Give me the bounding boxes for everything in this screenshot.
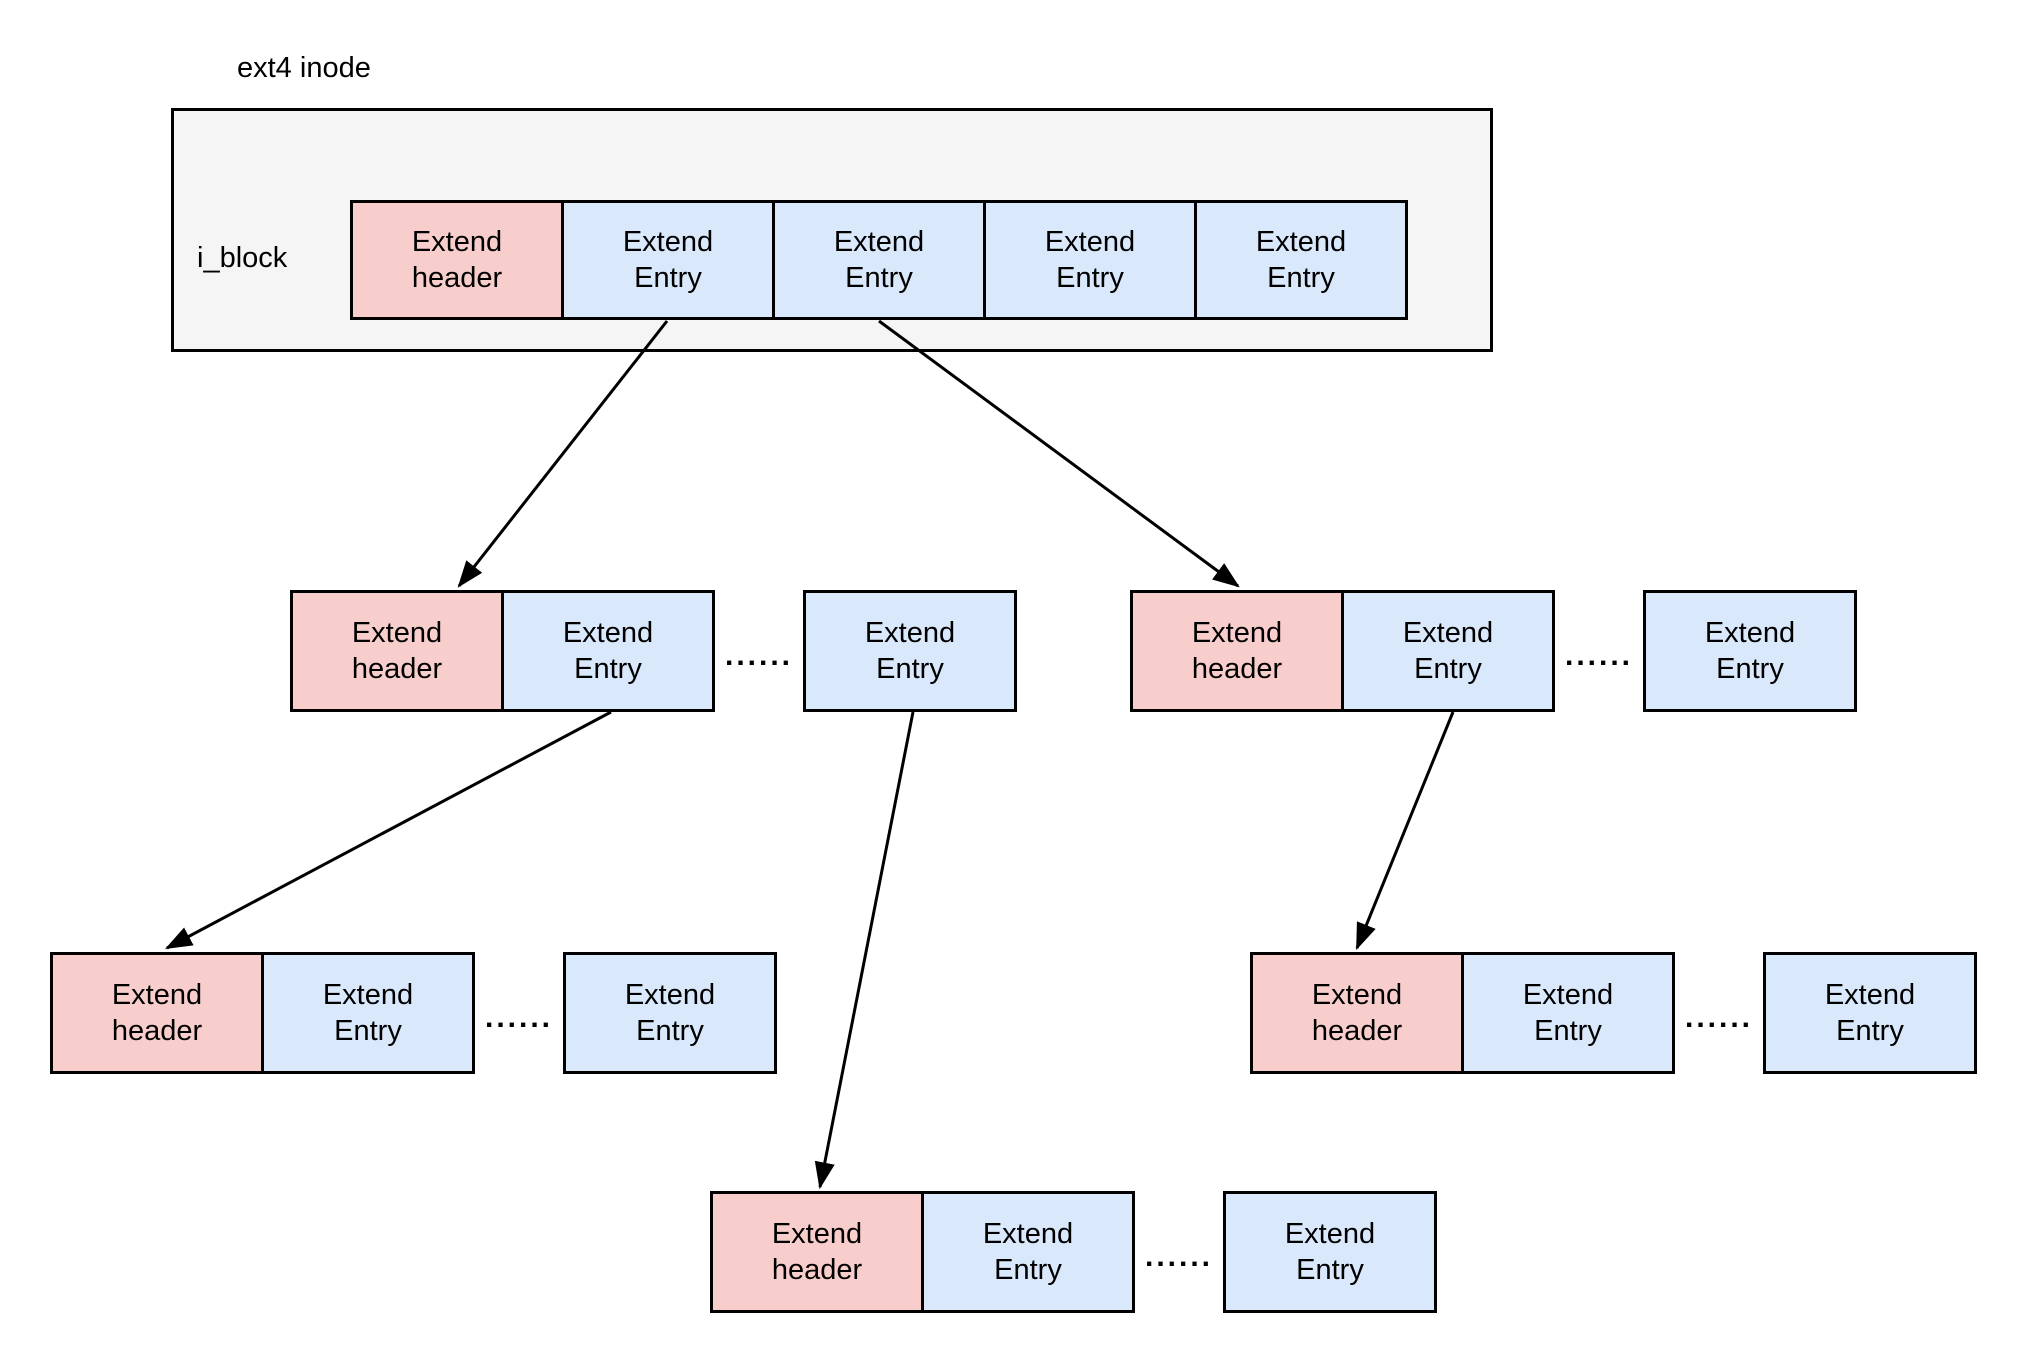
extent-header-cell: Extend header: [1130, 590, 1344, 712]
extent-block: Extend header Extend Entry: [1250, 952, 1675, 1074]
extent-entry-cell: Extend Entry: [772, 200, 986, 320]
extent-entry-cell: Extend Entry: [803, 590, 1017, 712]
cell-label: Extend Entry: [1284, 1218, 1376, 1286]
cell-label: Extend header: [771, 1218, 863, 1286]
cell-label: Extend header: [411, 226, 503, 294]
extent-node-level2-right: Extend header Extend Entry ...... Extend…: [1130, 590, 1857, 712]
ellipsis: ......: [1144, 1240, 1213, 1273]
extent-entry-cell: Extend Entry: [261, 952, 475, 1074]
extent-entry-cell: Extend Entry: [983, 200, 1197, 320]
extent-entry-cell: Extend Entry: [1341, 590, 1555, 712]
ellipsis: ......: [1684, 1001, 1753, 1034]
extent-node-bottom: Extend header Extend Entry ...... Extend…: [710, 1191, 1437, 1313]
arrow-level2-left-trailing-to-bottom: [814, 711, 915, 1190]
extent-node-level3-left: Extend header Extend Entry ...... Extend…: [50, 952, 777, 1074]
diagram-title: ext4 inode: [237, 52, 371, 84]
cell-label: Extend header: [1311, 979, 1403, 1047]
extent-header-cell: Extend header: [50, 952, 264, 1074]
extent-entry-cell: Extend Entry: [1763, 952, 1977, 1074]
extent-block: Extend header Extend Entry: [50, 952, 475, 1074]
arrow-root-entry1-to-level2-left: [457, 320, 669, 588]
cell-label: Extend Entry: [1704, 617, 1796, 685]
extent-entry-cell: Extend Entry: [921, 1191, 1135, 1313]
cell-label: Extend Entry: [864, 617, 956, 685]
cell-label: Extend Entry: [622, 226, 714, 294]
arrow-root-entry2-to-level2-right: [878, 319, 1240, 588]
extent-header-cell: Extend header: [1250, 952, 1464, 1074]
i-block-label: i_block: [197, 242, 288, 274]
cell-label: Extend Entry: [562, 617, 654, 685]
cell-label: Extend Entry: [982, 1218, 1074, 1286]
cell-label: Extend Entry: [1255, 226, 1347, 294]
ellipsis: ......: [724, 639, 793, 672]
cell-label: Extend Entry: [1044, 226, 1136, 294]
extent-entry-cell: Extend Entry: [561, 200, 775, 320]
cell-label: Extend Entry: [1402, 617, 1494, 685]
extent-header-cell: Extend header: [710, 1191, 924, 1313]
extent-entry-cell: Extend Entry: [1643, 590, 1857, 712]
extent-block: Extend header Extend Entry: [1130, 590, 1555, 712]
ellipsis: ......: [484, 1001, 553, 1034]
extent-entry-cell: Extend Entry: [1461, 952, 1675, 1074]
extent-header-cell: Extend header: [350, 200, 564, 320]
ellipsis: ......: [1564, 639, 1633, 672]
cell-label: Extend header: [351, 617, 443, 685]
extent-node-level3-right: Extend header Extend Entry ...... Extend…: [1250, 952, 1977, 1074]
cell-label: Extend Entry: [833, 226, 925, 294]
cell-label: Extend Entry: [624, 979, 716, 1047]
root-extent-node: Extend header Extend Entry Extend Entry …: [350, 200, 1408, 320]
extent-entry-cell: Extend Entry: [1194, 200, 1408, 320]
cell-label: Extend header: [1191, 617, 1283, 685]
extent-header-cell: Extend header: [290, 590, 504, 712]
extent-entry-cell: Extend Entry: [1223, 1191, 1437, 1313]
extent-entry-cell: Extend Entry: [501, 590, 715, 712]
extent-block: Extend header Extend Entry: [710, 1191, 1135, 1313]
cell-label: Extend Entry: [1522, 979, 1614, 1047]
cell-label: Extend header: [111, 979, 203, 1047]
extent-entry-cell: Extend Entry: [563, 952, 777, 1074]
cell-label: Extend Entry: [322, 979, 414, 1047]
arrow-level2-left-entry-to-level3-left: [165, 710, 612, 950]
extent-node-level2-left: Extend header Extend Entry ...... Extend…: [290, 590, 1017, 712]
arrow-level2-right-entry-to-level3-right: [1355, 711, 1455, 951]
cell-label: Extend Entry: [1824, 979, 1916, 1047]
extent-block: Extend header Extend Entry: [290, 590, 715, 712]
